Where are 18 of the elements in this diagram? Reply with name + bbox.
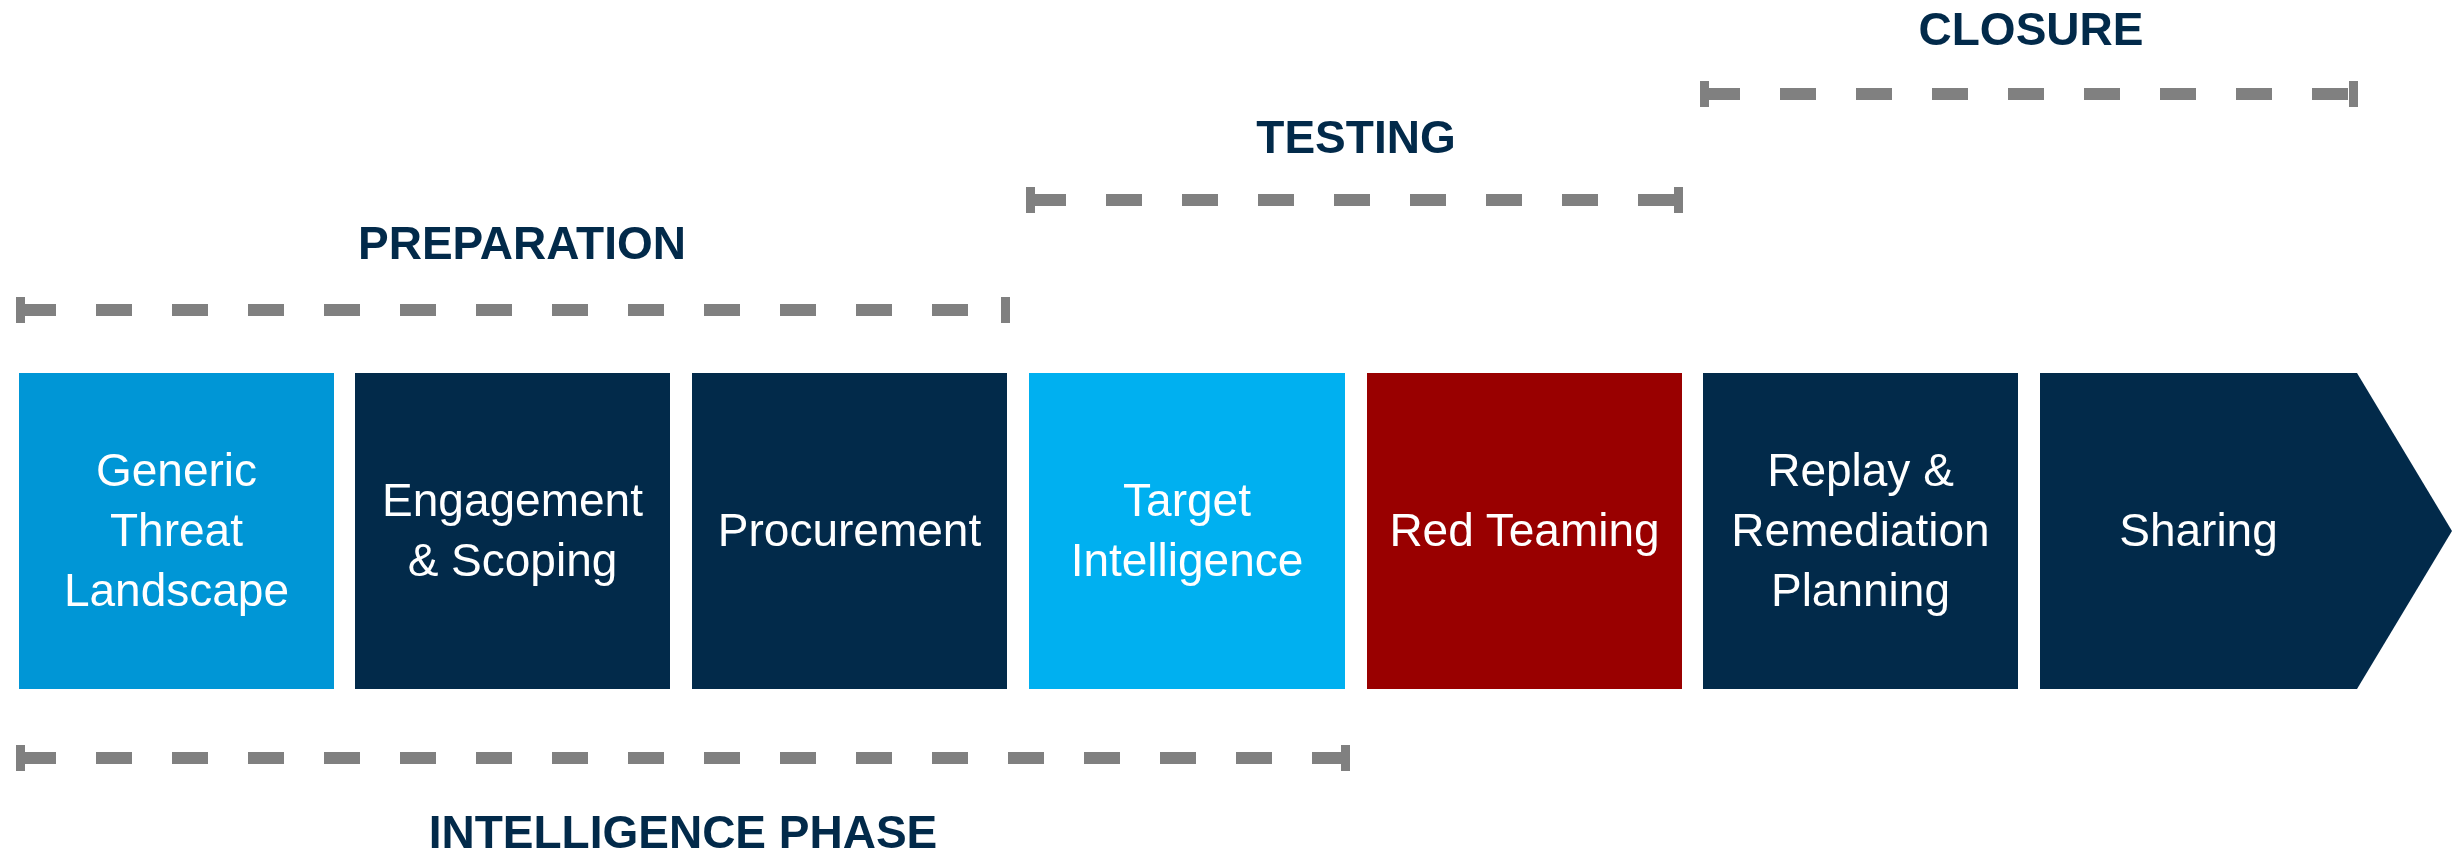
- step-label: Target Intelligence: [1069, 473, 1305, 588]
- process-box: [1029, 373, 1345, 689]
- phase-label: PREPARATION: [358, 216, 686, 270]
- phase-label: TESTING: [1256, 110, 1456, 164]
- step-label: Red Teaming: [1389, 503, 1660, 559]
- process-box: [1367, 373, 1682, 689]
- process-box: [355, 373, 670, 689]
- process-box: [692, 373, 1007, 689]
- phase-label: INTELLIGENCE PHASE: [428, 805, 938, 858]
- process-box: [1703, 373, 2018, 689]
- step-label: Engagement & Scoping: [381, 473, 644, 588]
- step-label: Sharing: [2119, 503, 2278, 559]
- step-label: Replay & Remediation Planning: [1730, 443, 1991, 618]
- arrow-shape: [2040, 373, 2452, 689]
- step-label: Procurement: [717, 503, 982, 559]
- process-box: [19, 373, 334, 689]
- phase-label: CLOSURE: [1918, 2, 2144, 56]
- step-label: Generic Threat Landscape: [62, 443, 291, 618]
